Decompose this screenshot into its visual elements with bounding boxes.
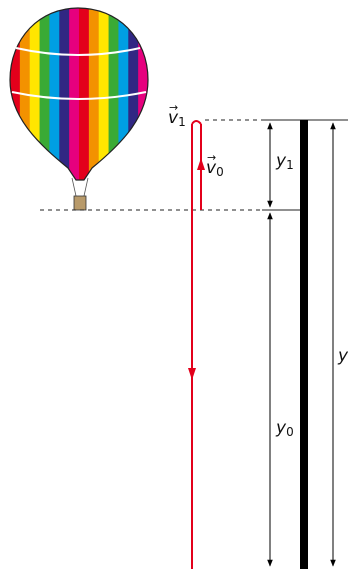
red-motion-path xyxy=(191,120,202,569)
balloon-stripe xyxy=(10,8,21,180)
balloon-stripe xyxy=(69,8,80,180)
balloon-stripe xyxy=(39,8,51,180)
balloon-band-lower xyxy=(11,91,147,100)
balloon-stripe xyxy=(29,8,41,180)
balloon-stripe xyxy=(88,8,100,180)
v1-label: v1 xyxy=(168,102,186,128)
y1-label: y1 xyxy=(276,151,294,172)
v0-label: v0 xyxy=(206,152,224,178)
balloon-stripe xyxy=(98,8,110,180)
balloon-stripe xyxy=(49,8,60,180)
balloon-stripe xyxy=(79,8,90,180)
v0-arrowhead xyxy=(197,158,205,170)
balloon-stripe xyxy=(108,8,120,180)
turnaround-leg xyxy=(191,120,202,125)
balloon-basket xyxy=(73,195,87,211)
balloon-outline xyxy=(9,7,149,181)
y-label: y xyxy=(338,346,348,366)
tower-bar xyxy=(300,120,308,569)
balloon-band-upper xyxy=(15,47,141,56)
hot-air-balloon xyxy=(9,7,149,211)
balloon-stripe xyxy=(59,8,70,180)
balloon-ropes xyxy=(71,177,89,197)
balloon-stripe xyxy=(138,8,148,180)
down-arrowhead xyxy=(188,368,196,380)
y0-label: y0 xyxy=(276,418,294,439)
balloon-stripe xyxy=(118,8,129,180)
